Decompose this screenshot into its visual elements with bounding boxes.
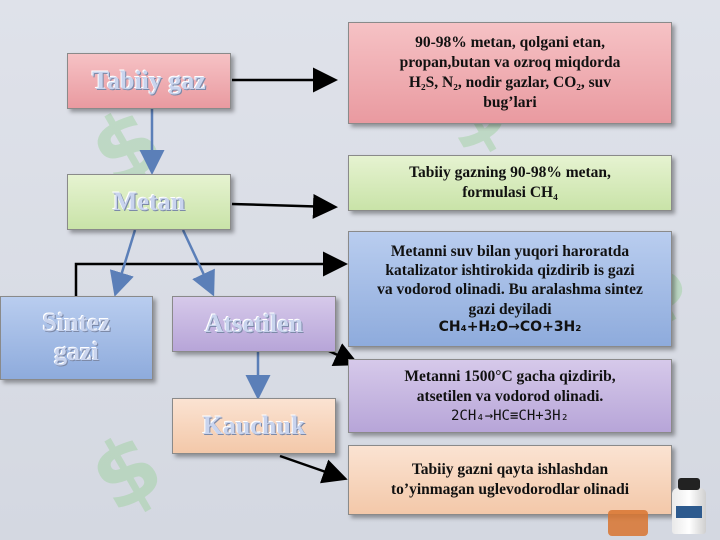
box-atsetilen-label: Atsetilen <box>204 308 304 338</box>
note-composition-line: 90-98% metan, qolgani etan, <box>415 33 605 51</box>
arrow-metan-to-atsetilen <box>181 229 215 297</box>
note-acetylene-line: atsetilen va vodorod olinadi. <box>416 387 604 405</box>
note-processing-line: to’yinmagan uglevodorodlar olinadi <box>391 481 629 498</box>
note-acetylene-line: Metanni 1500°C gacha qizdirib, <box>404 367 616 385</box>
note-acetylene: Metanni 1500°C gacha qizdirib, atsetilen… <box>348 359 672 433</box>
note-processing: Tabiiy gazni qayta ishlashdan to’yinmaga… <box>348 445 672 515</box>
note-composition-line: bug’lari <box>483 94 537 112</box>
box-kauchuk-label: Kauchuk <box>202 410 306 440</box>
box-tabiiy-gaz-label: Tabiiy gaz <box>92 65 206 95</box>
note-composition: 90-98% metan, qolgani etan, propan,butan… <box>348 22 672 124</box>
lab-flask-icon <box>608 510 648 536</box>
box-metan-label: Metan <box>112 186 186 216</box>
box-sintez-gazi: Sintez gazi <box>0 296 153 380</box>
note-syngas-line: Metanni suv bilan yuqori haroratda <box>390 242 630 260</box>
arrow-metan-to-sintez <box>109 229 137 297</box>
note-methane-line: Tabiiy gazning 90-98% metan, <box>409 163 611 181</box>
acetylene-equation: 2CH₄→HC≡CH+3H₂ <box>450 408 569 425</box>
arrow-sintez-to-syngas <box>74 251 348 296</box>
lab-bottle-icon <box>672 478 706 534</box>
box-sintez-label-line2: gazi <box>54 337 99 366</box>
box-sintez-label-line1: Sintez <box>42 308 111 338</box>
note-syngas-line: va vodorod olinadi. Bu aralashma sintez <box>377 281 643 299</box>
note-methane-line: formulasi CH₄ <box>462 184 558 201</box>
note-composition-line: propan,butan va ozroq miqdorda <box>399 53 621 71</box>
note-processing-line: Tabiiy gazni qayta ishlashdan <box>411 460 609 478</box>
box-atsetilen: Atsetilen <box>172 296 336 352</box>
note-syngas-line: katalizator ishtirokida qizdirib is gazi <box>385 261 635 279</box>
box-kauchuk: Kauchuk <box>172 398 336 454</box>
note-syngas: Metanni suv bilan yuqori haroratda katal… <box>348 231 672 347</box>
arrow-metan-to-formula <box>231 193 338 219</box>
arrow-kauchuk-to-note <box>279 454 348 484</box>
box-metan: Metan <box>67 174 231 230</box>
note-methane-formula: Tabiiy gazning 90-98% metan, formulasi C… <box>348 155 672 211</box>
note-syngas-line: gazi deyiladi <box>468 300 552 318</box>
note-composition-line: H₂S, N₂, nodir gazlar, CO₂, suv <box>408 74 612 91</box>
box-tabiiy-gaz: Tabiiy gaz <box>67 53 231 109</box>
syngas-equation: CH₄+H₂O→CO+3H₂ <box>438 319 582 335</box>
